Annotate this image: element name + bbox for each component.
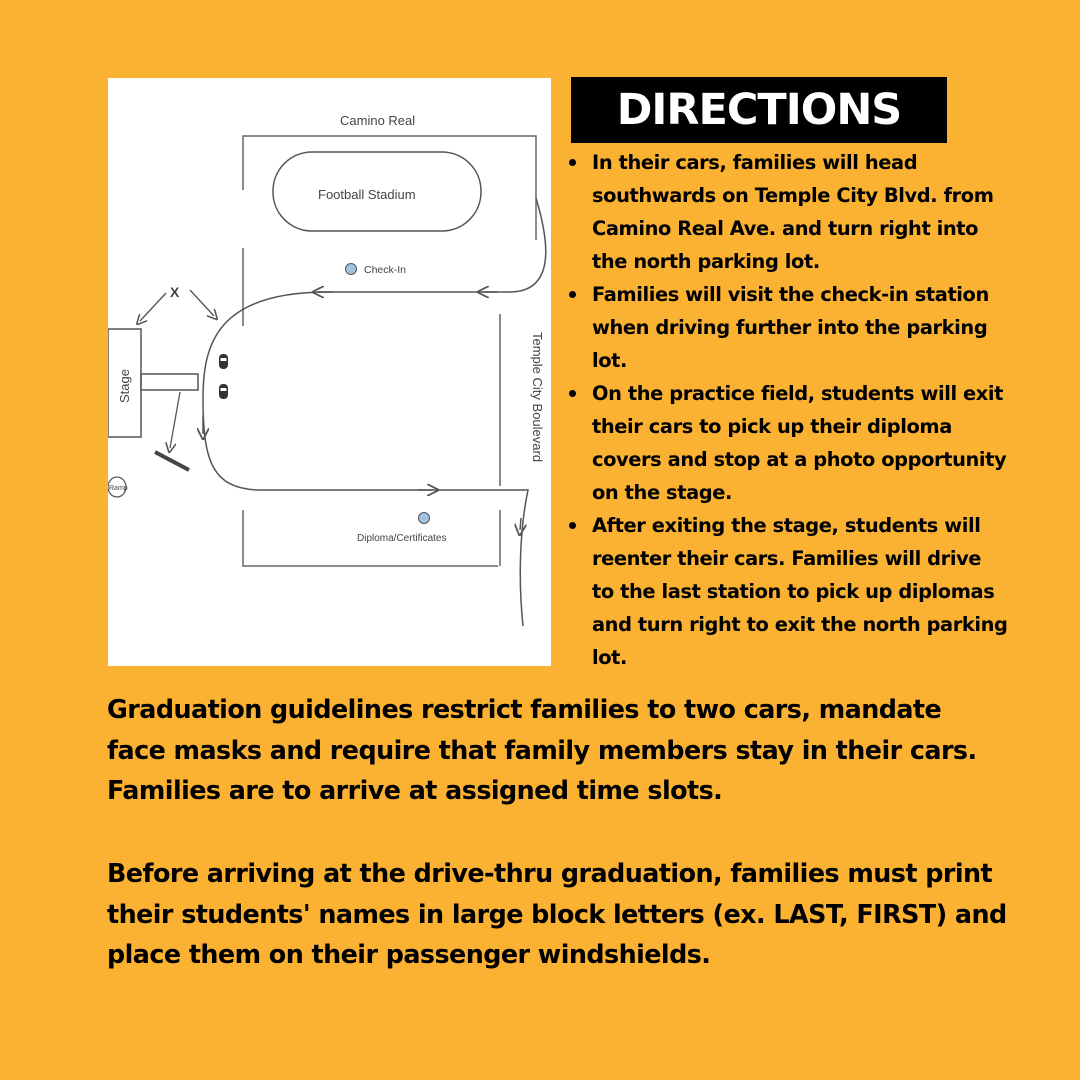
car-icon (219, 354, 228, 369)
bullet-icon (569, 390, 576, 397)
x-arrow-left (140, 292, 167, 321)
stadium-label: Football Stadium (318, 187, 416, 202)
direction-item: Families will visit the check-in station… (569, 278, 1009, 377)
direction-item: In their cars, families will head southw… (569, 146, 1009, 278)
direction-item: On the practice field, students will exi… (569, 377, 1009, 509)
x-arrow-right (189, 289, 214, 316)
direction-item: After exiting the stage, students will r… (569, 509, 1009, 674)
ramp-marker (108, 476, 127, 498)
direction-text: On the practice field, students will exi… (592, 382, 1007, 504)
photo-backdrop (154, 450, 190, 472)
directions-heading-box: DIRECTIONS (571, 77, 947, 143)
direction-text: After exiting the stage, students will r… (592, 514, 1008, 669)
campus-map: Camino Real Football Stadium Check-In (108, 78, 551, 666)
direction-text: Families will visit the check-in station… (592, 283, 989, 372)
checkin-marker-icon (345, 263, 357, 275)
camino-real-label: Camino Real (340, 113, 415, 128)
bullet-icon (569, 291, 576, 298)
diploma-marker-icon (418, 512, 430, 524)
ramp-label: Ramp (109, 485, 128, 492)
route-arrow-5 (520, 517, 521, 530)
map-diagram: Camino Real Football Stadium Check-In (108, 113, 547, 627)
directions-list: In their cars, families will head southw… (569, 146, 1009, 674)
preparation-paragraph: Before arriving at the drive-thru gradua… (107, 858, 1007, 969)
guidelines-paragraph: Graduation guidelines restrict families … (107, 694, 977, 805)
diploma-label: Diploma/Certificates (357, 533, 446, 544)
boulevard-label: Temple City Boulevard (530, 332, 545, 462)
field-left-boundary-lower (242, 510, 498, 567)
x-mark: X (170, 284, 180, 300)
direction-text: In their cars, families will head southw… (592, 151, 994, 273)
car-icon (219, 384, 228, 399)
stage-walkway (140, 373, 199, 391)
driving-route (202, 197, 547, 627)
stage-label: Stage (117, 369, 132, 403)
bullet-icon (569, 159, 576, 166)
football-stadium (272, 151, 482, 232)
camino-real-road (242, 135, 537, 240)
stage-exit-arrow (170, 391, 181, 448)
bullet-icon (569, 522, 576, 529)
directions-heading: DIRECTIONS (616, 85, 903, 135)
checkin-label: Check-In (364, 264, 406, 276)
